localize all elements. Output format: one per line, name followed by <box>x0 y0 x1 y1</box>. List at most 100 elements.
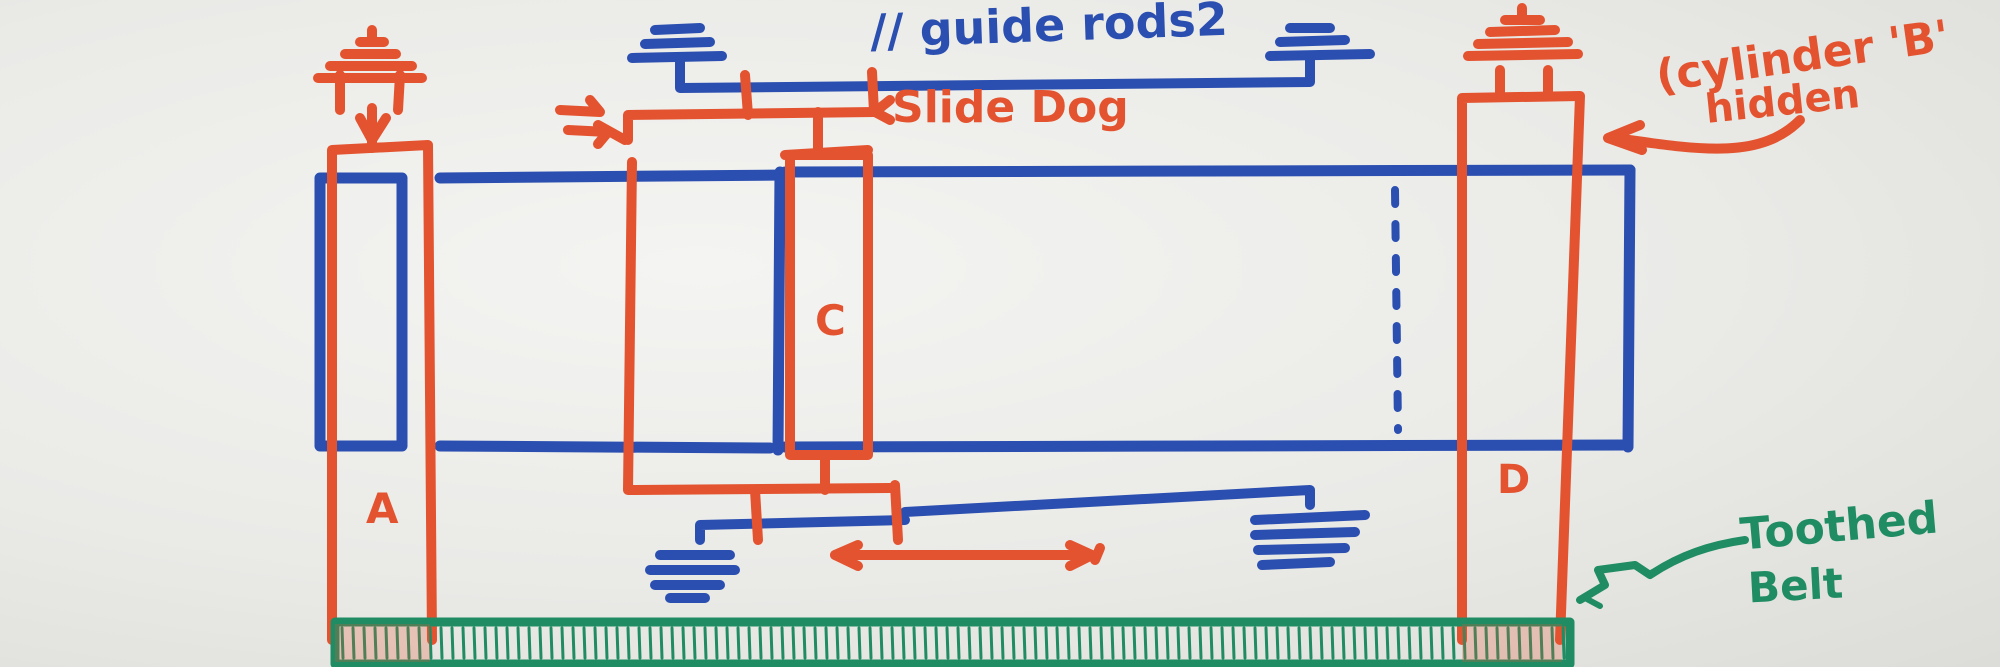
belt-tooth <box>1539 626 1544 660</box>
belt-tooth <box>1253 626 1258 660</box>
belt-tooth <box>1462 626 1467 660</box>
belt-tooth <box>1550 626 1555 660</box>
belt-tooth <box>1451 626 1456 660</box>
belt-tooth <box>1374 626 1379 660</box>
belt-tooth <box>1165 626 1170 660</box>
belt-tooth <box>428 626 433 660</box>
slide-dog-label: Slide Dog <box>892 82 1129 133</box>
belt-tooth <box>1275 626 1280 660</box>
belt-tooth <box>725 626 730 660</box>
belt-tooth <box>901 626 906 660</box>
belt-tooth <box>505 626 510 660</box>
belt-tooth <box>648 626 653 660</box>
belt-tooth <box>1440 626 1445 660</box>
belt-tooth <box>593 626 598 660</box>
belt-tooth <box>373 626 378 660</box>
belt-tooth <box>791 626 796 660</box>
belt-tooth <box>351 626 356 660</box>
cylinder-c-label: C <box>815 296 846 345</box>
belt-tooth <box>868 626 873 660</box>
belt-tooth <box>461 626 466 660</box>
belt-tooth <box>978 626 983 660</box>
cylinder-a-outline <box>314 172 408 452</box>
belt-tooth <box>1429 626 1434 660</box>
toothed-belt <box>330 536 1749 667</box>
toothed-belt-label-line2: Belt <box>1746 558 1845 613</box>
belt-tooth <box>824 626 829 660</box>
belt-tooth <box>1407 626 1412 660</box>
belt-tooth <box>538 626 543 660</box>
belt-tooth <box>1561 626 1566 660</box>
belt-tooth <box>1000 626 1005 660</box>
belt-tooth <box>736 626 741 660</box>
belt-tooth <box>1495 626 1500 660</box>
belt-tooth <box>384 626 389 660</box>
belt-tooth <box>1418 626 1423 660</box>
belt-tooth <box>857 626 862 660</box>
belt-tooth <box>1396 626 1401 660</box>
belt-tooth <box>967 626 972 660</box>
belt-tooth <box>1066 626 1071 660</box>
belt-tooth <box>1022 626 1027 660</box>
belt-tooth <box>340 626 345 660</box>
belt-tooth <box>1242 626 1247 660</box>
belt-tooth <box>362 626 367 660</box>
belt-tooth <box>747 626 752 660</box>
belt-tooth <box>956 626 961 660</box>
belt-tooth <box>1231 626 1236 660</box>
belt-tooth <box>1517 626 1522 660</box>
belt-tooth <box>1286 626 1291 660</box>
belt-tooth <box>769 626 774 660</box>
belt-tooth <box>1352 626 1357 660</box>
belt-tooth <box>681 626 686 660</box>
belt-tooth <box>494 626 499 660</box>
belt-tooth <box>1121 626 1126 660</box>
cylinder-d-label: D <box>1497 457 1531 503</box>
belt-tooth <box>439 626 444 660</box>
belt-tooth <box>1319 626 1324 660</box>
belt-tooth <box>615 626 620 660</box>
belt-tooth <box>670 626 675 660</box>
belt-tooth <box>516 626 521 660</box>
belt-tooth <box>890 626 895 660</box>
belt-tooth <box>846 626 851 660</box>
belt-tooth <box>923 626 928 660</box>
belt-tooth <box>560 626 565 660</box>
belt-tooth <box>582 626 587 660</box>
guide-rods-label: // guide rods2 <box>869 0 1229 59</box>
belt-tooth <box>1011 626 1016 660</box>
belt-tooth <box>1385 626 1390 660</box>
belt-tooth <box>835 626 840 660</box>
belt-tooth <box>1176 626 1181 660</box>
belt-tooth <box>945 626 950 660</box>
belt-tooth <box>1055 626 1060 660</box>
pulley-belt-overlap <box>335 624 430 662</box>
main-cylinder-outline <box>434 164 1636 456</box>
belt-tooth <box>912 626 917 660</box>
belt-tooth <box>1099 626 1104 660</box>
belt-tooth <box>758 626 763 660</box>
belt-tooth <box>879 626 884 660</box>
belt-tooth <box>1110 626 1115 660</box>
belt-tooth <box>395 626 400 660</box>
belt-tooth <box>703 626 708 660</box>
belt-tooth <box>780 626 785 660</box>
belt-tooth <box>483 626 488 660</box>
belt-tooth <box>406 626 411 660</box>
belt-tooth <box>1506 626 1511 660</box>
belt-tooth <box>1033 626 1038 660</box>
top-guide-rod <box>627 23 1375 93</box>
belt-tooth <box>527 626 532 660</box>
belt-tooth <box>659 626 664 660</box>
cylinder-a-label: A <box>366 484 399 533</box>
belt-tooth <box>571 626 576 660</box>
belt-tooth <box>472 626 477 660</box>
belt-tooth <box>1484 626 1489 660</box>
belt-tooth <box>1220 626 1225 660</box>
belt-tooth <box>1132 626 1137 660</box>
belt-tooth <box>1308 626 1313 660</box>
bottom-guide-rod <box>645 485 1370 603</box>
belt-tooth <box>1198 626 1203 660</box>
